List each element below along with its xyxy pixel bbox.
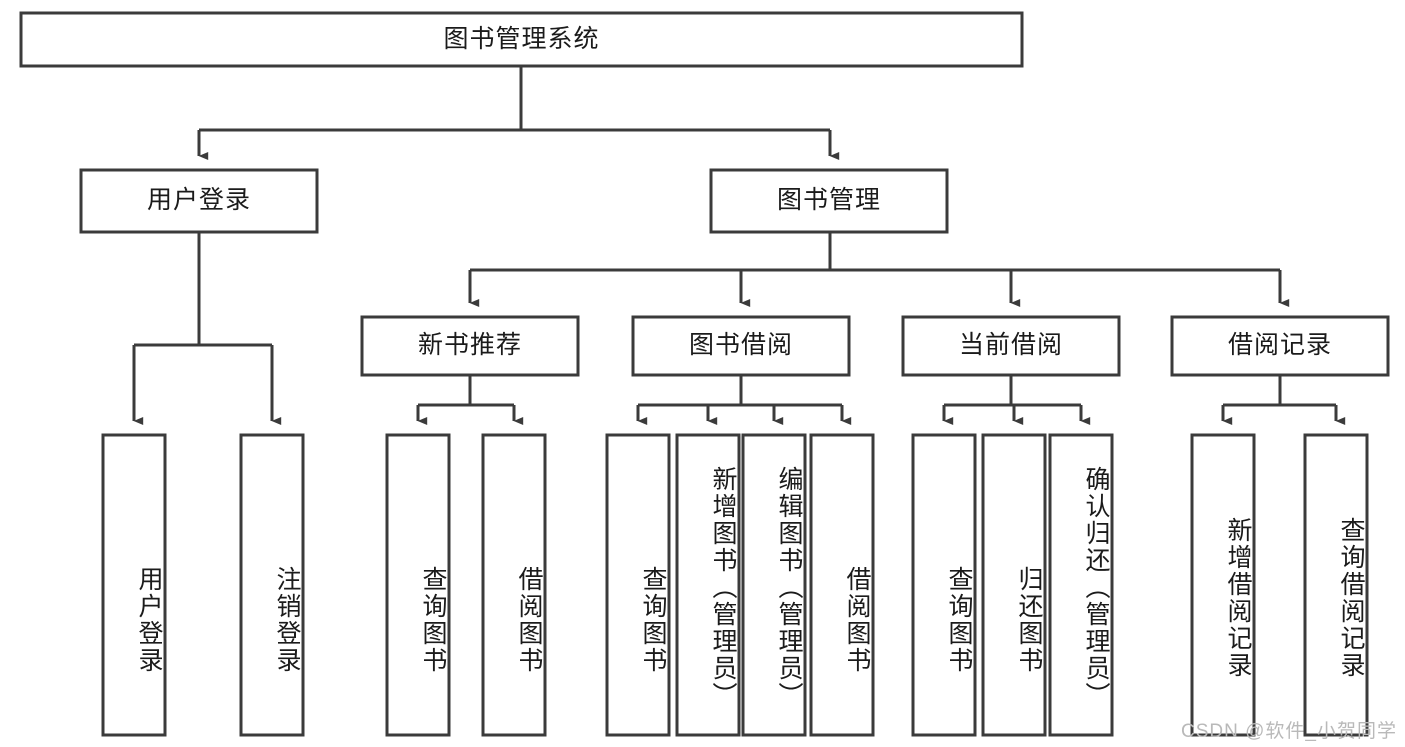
leaf-box-user-login-1[interactable] — [239, 433, 305, 737]
leaf-box-current-borrow-0[interactable] — [911, 433, 977, 737]
node-box-borrow-record[interactable] — [1170, 315, 1390, 377]
leaf-box-current-borrow-2[interactable] — [1048, 433, 1114, 737]
node-box-user-login[interactable] — [79, 168, 319, 234]
leaf-box-user-login-0[interactable] — [101, 433, 167, 737]
leaf-box-book-borrow-2[interactable] — [741, 433, 807, 737]
leaf-box-book-borrow-1[interactable] — [675, 433, 741, 737]
node-box-book-management[interactable] — [709, 168, 949, 234]
leaf-box-borrow-record-1[interactable] — [1303, 433, 1369, 737]
leaf-box-book-borrow-3[interactable] — [809, 433, 875, 737]
leaf-box-borrow-record-0[interactable] — [1190, 433, 1256, 737]
leaf-box-new-book-0[interactable] — [385, 433, 451, 737]
leaf-box-current-borrow-1[interactable] — [981, 433, 1047, 737]
leaf-box-book-borrow-0[interactable] — [605, 433, 671, 737]
node-box-new-book-recommend[interactable] — [360, 315, 580, 377]
node-box-root[interactable] — [19, 11, 1024, 68]
node-box-current-borrow[interactable] — [901, 315, 1121, 377]
leaf-box-new-book-1[interactable] — [481, 433, 547, 737]
node-box-book-borrow[interactable] — [631, 315, 851, 377]
